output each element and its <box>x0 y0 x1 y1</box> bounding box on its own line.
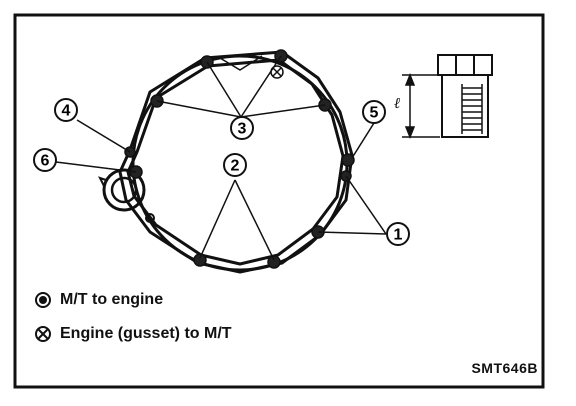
callout-4: 4 <box>54 98 78 122</box>
solid-bolt-icon <box>35 292 51 308</box>
svg-text:3: 3 <box>238 121 247 138</box>
bolt-detail <box>402 54 493 140</box>
figure-code: SMT646B <box>471 360 538 376</box>
leader-lines <box>55 55 387 261</box>
gusset-bolt <box>270 65 284 79</box>
legend-label: Engine (gusset) to M/T <box>60 325 232 342</box>
callout-6: 6 <box>33 148 57 172</box>
bolts <box>124 49 355 269</box>
callout-5: 5 <box>362 100 386 124</box>
svg-text:1: 1 <box>394 227 403 244</box>
bolt-right <box>341 153 355 167</box>
frame-border <box>13 13 545 389</box>
svg-text:2: 2 <box>231 158 240 175</box>
legend-label: M/T to engine <box>60 291 164 308</box>
cross-bolt-icon <box>35 326 51 342</box>
callouts: 1 2 3 4 5 6 <box>33 98 410 246</box>
bolt-head <box>437 54 493 76</box>
svg-text:4: 4 <box>62 103 71 120</box>
length-label: ℓ <box>394 94 400 112</box>
bolt-thread <box>461 84 483 134</box>
callout-1: 1 <box>386 222 410 246</box>
svg-text:6: 6 <box>41 153 50 170</box>
callout-3: 3 <box>230 116 254 140</box>
svg-text:5: 5 <box>370 105 379 122</box>
legend-item-mt-to-engine: M/T to engine <box>34 291 163 309</box>
length-dimension <box>402 72 440 140</box>
bolt-bottom-left <box>193 253 207 267</box>
bolt-bottom-right <box>267 255 281 269</box>
callout-2: 2 <box>223 153 247 177</box>
legend-item-engine-to-mt: Engine (gusset) to M/T <box>34 325 232 343</box>
